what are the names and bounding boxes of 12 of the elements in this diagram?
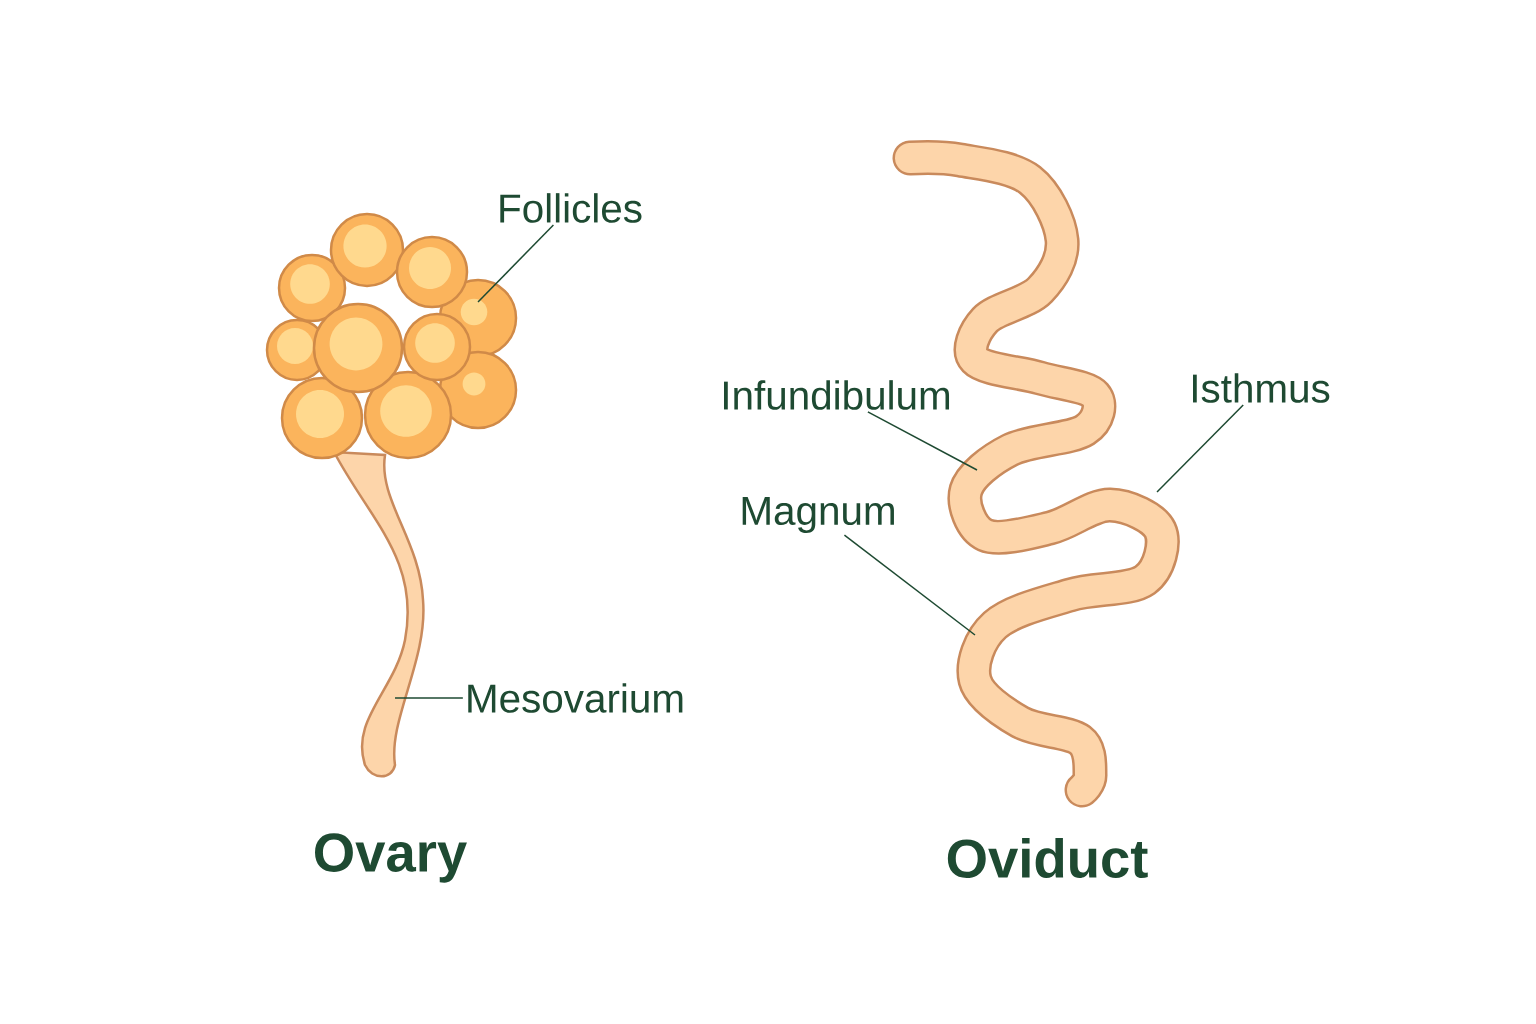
part-label: Follicles: [500, 193, 642, 223]
part-label: Isthmus: [1193, 373, 1330, 403]
leader-line: [867, 411, 978, 471]
leader-line: [1156, 404, 1244, 493]
part-label: Infundibulum: [724, 380, 949, 410]
part-label: Magnum: [742, 496, 894, 534]
leader-line: [477, 224, 555, 303]
part-label: Mesovarium: [468, 683, 683, 713]
leader-line: [394, 697, 464, 699]
title-label: Ovary: [315, 833, 467, 883]
title-label: Oviduct: [947, 838, 1148, 878]
leader-line: [843, 534, 976, 636]
